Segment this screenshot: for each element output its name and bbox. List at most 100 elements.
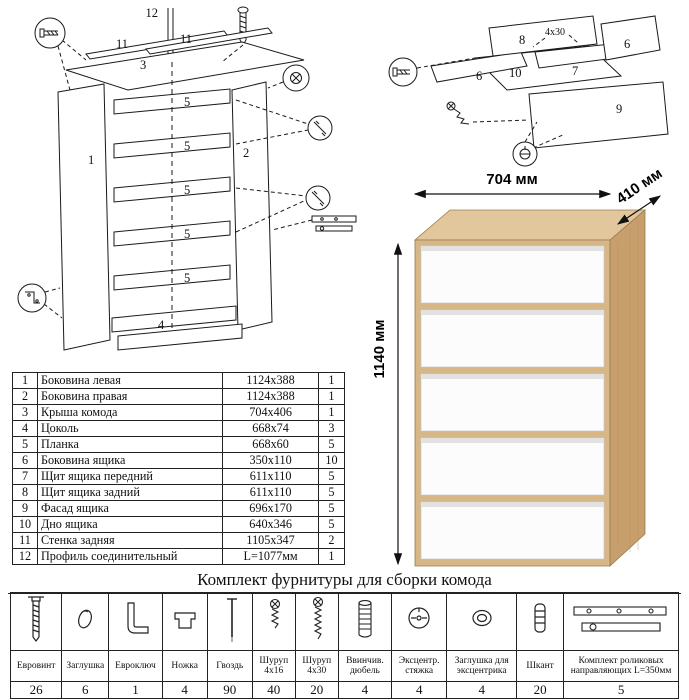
part-size: 1124x388: [222, 372, 319, 389]
hardware-qty: 4: [337, 681, 393, 699]
plinth-boards: [111, 305, 243, 351]
part-name: Боковина левая: [36, 372, 224, 389]
part-label: 2: [243, 146, 249, 160]
part-qty: 1: [317, 404, 346, 421]
part-label: 7: [572, 64, 578, 78]
width-dimension-label: 704 мм: [486, 171, 537, 188]
depth-dimension-label: 410 мм: [613, 165, 665, 208]
part-name: Щит ящика задний: [36, 484, 224, 501]
part-size: 640x346: [222, 516, 319, 533]
leader-lines: [416, 34, 579, 149]
hardware-name: Комплект роликовых направляющих L=350мм: [563, 650, 679, 682]
part-label: 11: [180, 32, 192, 46]
hardware-name: Шуруп 4х30: [294, 650, 339, 682]
hardware-qty: 26: [9, 681, 63, 699]
part-num: 2: [12, 388, 38, 405]
part-label: 12: [146, 6, 159, 20]
hardware-qty: 4: [161, 681, 208, 699]
part-size: 1124x388: [222, 388, 319, 405]
cabinet-side: [609, 209, 646, 567]
confirmat-icon: [237, 6, 249, 46]
screw-long-icon: [312, 596, 323, 640]
part-size: 668x60: [222, 436, 319, 453]
hardware-name: Шуруп 4х16: [251, 650, 296, 682]
part-num: 6: [12, 452, 38, 469]
part-label: 5: [184, 227, 190, 241]
part-qty: 2: [317, 532, 346, 549]
part-num: 8: [12, 484, 38, 501]
part-label: 10: [509, 66, 522, 80]
part-name: Боковина ящика: [36, 452, 224, 469]
hardware-qty: 20: [294, 681, 339, 699]
hardware-name: Заглушка для эксцентрика: [446, 650, 518, 682]
drawer-facade: [528, 81, 669, 149]
screw-callout-icon: [307, 115, 333, 141]
part-qty: 5: [317, 468, 346, 485]
part-size: L=1077мм: [222, 548, 319, 565]
hardware-table: Евровинт Заглушка Евроключ Ножка Гвоздь …: [9, 592, 679, 699]
euroscrew-callout-icon: [34, 17, 66, 49]
euroscrew-icon: [28, 596, 45, 642]
part-size: 704x406: [222, 404, 319, 421]
hardware-name: Шкант: [516, 650, 565, 682]
part-name: Профиль соединительный: [36, 548, 224, 565]
drawer-assembly-diagram: 8 6 6 7 10 9 4x30: [388, 15, 669, 167]
part-name: Дно ящика: [36, 516, 224, 533]
part-qty: 1: [317, 548, 346, 565]
foot-icon: [174, 612, 196, 629]
part-qty: 1: [317, 388, 346, 405]
hardware-qty: 1: [108, 681, 163, 699]
hardware-names-row: Евровинт Заглушка Евроключ Ножка Гвоздь …: [9, 650, 679, 682]
hardware-qty: 90: [206, 681, 253, 699]
product-render: 704 мм 410 мм 1140 мм: [371, 165, 666, 567]
part-name: Щит ящика передний: [36, 468, 224, 485]
euroscrew-callout-icon: [388, 57, 418, 87]
height-dimension-label: 1140 мм: [371, 320, 388, 379]
nail-icon: [226, 598, 237, 642]
right-side-panel: [231, 81, 273, 331]
cabinet-top: [413, 209, 647, 241]
hardware-qty: 5: [563, 681, 679, 699]
hardware-name: Евроключ: [108, 650, 163, 682]
part-qty: 5: [317, 484, 346, 501]
screw-size-note: 4x30: [545, 27, 565, 38]
part-num: 12: [12, 548, 38, 565]
cam-lock-icon: [408, 607, 430, 629]
part-num: 10: [12, 516, 38, 533]
frame-assembly-diagram: 12 11 11 3 1 2 5 5 5 5 5 4: [17, 6, 357, 351]
part-label: 5: [184, 183, 190, 197]
phillips-screw-callout-icon: [282, 64, 310, 92]
hardware-kit-title: Комплект фурнитуры для сборки комода: [8, 570, 681, 594]
part-qty: 5: [317, 436, 346, 453]
part-num: 7: [12, 468, 38, 485]
part-name: Фасад ящика: [36, 500, 224, 517]
leader-lines: [43, 39, 313, 319]
hardware-name: Ножка: [161, 650, 208, 682]
wood-grain: [617, 220, 639, 552]
hardware-qty-row: 26 6 1 4 90 40 20 4 4 4 20 5: [9, 681, 679, 699]
part-label: 5: [184, 139, 190, 153]
corner-bracket-callout-icon: [17, 283, 47, 313]
part-size: 611x110: [222, 484, 319, 501]
hardware-qty: 4: [391, 681, 448, 699]
part-num: 5: [12, 436, 38, 453]
back-slats: [85, 27, 273, 60]
cam-callout-icon: [512, 141, 538, 167]
hardware-qty: 4: [446, 681, 518, 699]
part-qty: 5: [317, 500, 346, 517]
part-label: 8: [519, 33, 525, 47]
top-board: [65, 41, 305, 91]
part-name: Стенка задняя: [36, 532, 224, 549]
wood-dowel-icon: [534, 603, 546, 633]
part-size: 350x110: [222, 452, 319, 469]
hardware-qty: 6: [61, 681, 110, 699]
part-size: 668x74: [222, 420, 319, 437]
